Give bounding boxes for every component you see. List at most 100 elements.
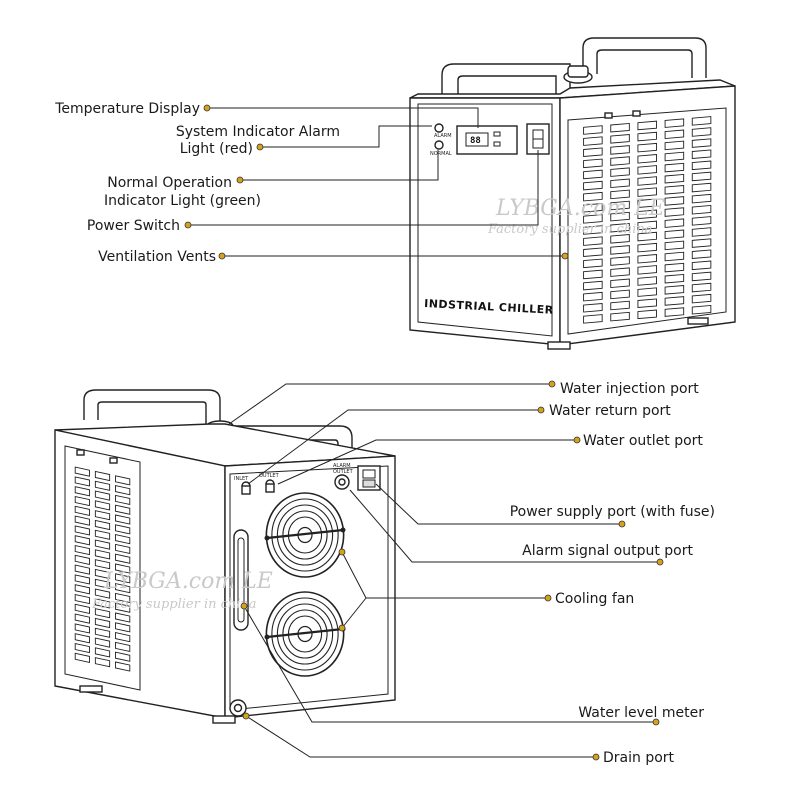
vent-slot bbox=[115, 622, 131, 633]
watermark-top-line1: LYBGA.com LE bbox=[495, 196, 665, 221]
vent-slot bbox=[94, 647, 111, 658]
vent-slot bbox=[637, 165, 657, 175]
vent-slot bbox=[94, 588, 111, 599]
vent-slot bbox=[664, 307, 685, 317]
vent-slot bbox=[583, 247, 603, 257]
vent-slot bbox=[74, 486, 90, 497]
vent-slot bbox=[664, 173, 685, 184]
vent-slot bbox=[74, 623, 90, 634]
label-cooling-fan: Cooling fan bbox=[555, 591, 634, 607]
rear-view-chiller: INLET OUTLET ALARM OUTLET bbox=[54, 389, 396, 724]
fan-guard-bar bbox=[266, 627, 344, 639]
vent-slot bbox=[94, 490, 111, 501]
callout-lines bbox=[188, 107, 660, 758]
vent-slot bbox=[115, 592, 131, 604]
fan-ring bbox=[282, 609, 328, 659]
front-view-chiller: 88 ALARM NORMAL INDSTRIAL CHILLER bbox=[409, 37, 736, 350]
label-water-outlet: Water outlet port bbox=[583, 433, 703, 449]
vent-slot bbox=[115, 475, 131, 486]
svg-text:OUTLET: OUTLET bbox=[259, 473, 280, 479]
label-water-level: Water level meter bbox=[578, 705, 704, 721]
vent-slot bbox=[691, 171, 712, 182]
vent-slot bbox=[115, 514, 131, 525]
vent-slot bbox=[583, 125, 603, 135]
vent-slot bbox=[583, 180, 603, 191]
vent-slot bbox=[610, 200, 630, 211]
vent-slot bbox=[115, 534, 131, 545]
vent-slot bbox=[94, 657, 111, 668]
vent-slot bbox=[637, 120, 657, 131]
vent-slot bbox=[610, 222, 630, 233]
vent-slot bbox=[74, 535, 90, 546]
vent-slot bbox=[583, 203, 603, 213]
vent-slot bbox=[664, 251, 685, 262]
vent-slot bbox=[74, 554, 90, 565]
vent-slot bbox=[583, 236, 603, 246]
vent-slot bbox=[610, 256, 630, 266]
vent-slot bbox=[637, 298, 657, 308]
watermark-bottom-line2: Factory supplier in china bbox=[91, 597, 257, 612]
vent-slot bbox=[74, 476, 90, 487]
vent-slot bbox=[691, 182, 712, 193]
vent-slot bbox=[637, 254, 657, 264]
vent-slot bbox=[610, 211, 630, 222]
vent-slot bbox=[74, 593, 90, 605]
vent-slot bbox=[94, 627, 111, 638]
vent-slot bbox=[583, 225, 603, 235]
ventilation-vents-side bbox=[74, 466, 131, 672]
vent-slot bbox=[94, 617, 111, 629]
vent-slot bbox=[691, 238, 712, 248]
vent-slot bbox=[74, 642, 90, 654]
vent-slot bbox=[94, 578, 111, 589]
vent-slot bbox=[94, 470, 111, 482]
fan-screw bbox=[340, 527, 346, 533]
vent-slot bbox=[74, 603, 90, 614]
vent-slot bbox=[664, 129, 685, 140]
vent-slot bbox=[115, 573, 131, 584]
vent-slot bbox=[74, 564, 90, 575]
vent-slot bbox=[610, 145, 630, 155]
vent-slot bbox=[115, 485, 131, 496]
svg-text:OUTLET: OUTLET bbox=[333, 469, 354, 475]
vent-slot bbox=[637, 242, 657, 253]
vent-slot bbox=[583, 191, 603, 202]
rear-handle bbox=[582, 37, 707, 78]
vent-slot bbox=[94, 539, 111, 550]
vent-slot bbox=[583, 314, 603, 324]
vent-slot bbox=[664, 140, 685, 151]
vent-slot bbox=[583, 269, 603, 280]
vent-slot bbox=[691, 282, 712, 293]
vent-slot bbox=[115, 543, 131, 555]
vent-slot bbox=[74, 544, 90, 556]
vent-slot bbox=[115, 504, 131, 515]
vent-slot bbox=[583, 147, 603, 157]
vent-slot bbox=[637, 220, 657, 231]
vent-slot bbox=[74, 584, 90, 595]
vent-slot bbox=[74, 652, 90, 663]
vent-slot bbox=[664, 262, 685, 273]
vent-slot bbox=[583, 214, 603, 224]
svg-text:INLET: INLET bbox=[234, 476, 249, 482]
vent-slot bbox=[583, 280, 603, 291]
vent-slot bbox=[637, 187, 657, 197]
vent-slot bbox=[664, 185, 685, 195]
vent-slot bbox=[94, 559, 111, 570]
vent-slot bbox=[664, 207, 685, 217]
vent-slot bbox=[94, 519, 111, 531]
vent-slot bbox=[691, 127, 712, 137]
vent-slot bbox=[74, 574, 90, 585]
normal-light bbox=[434, 140, 444, 150]
alarm-light bbox=[434, 123, 444, 133]
callout-dots bbox=[184, 104, 664, 761]
svg-text:ALARM: ALARM bbox=[333, 463, 351, 469]
label-water-return: Water return port bbox=[549, 403, 671, 419]
fan-ring bbox=[282, 510, 328, 560]
vent-slot bbox=[610, 245, 630, 255]
vent-slot bbox=[637, 198, 657, 208]
vent-slot bbox=[664, 118, 685, 128]
vent-slot bbox=[610, 156, 630, 166]
fan-ring bbox=[271, 498, 339, 572]
vent-slot bbox=[691, 260, 712, 271]
label-power-switch: Power Switch bbox=[87, 218, 180, 234]
vent-slot bbox=[637, 176, 657, 186]
